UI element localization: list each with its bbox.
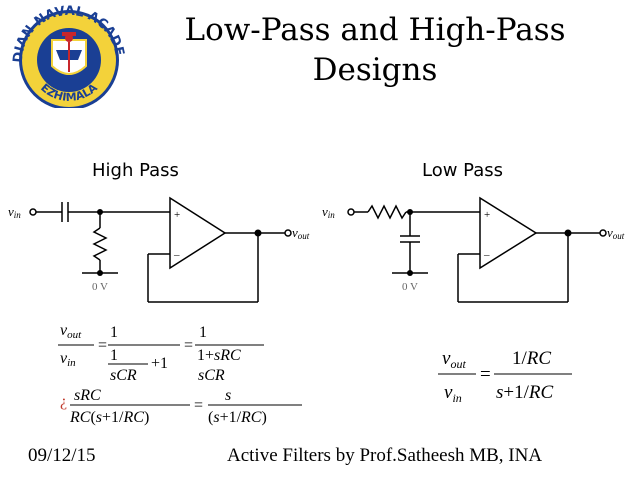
svg-text:1/RC: 1/RC <box>512 348 551 369</box>
svg-text:sRC: sRC <box>74 387 101 404</box>
svg-text:vin: vin <box>444 382 462 405</box>
hp-vout: vout <box>292 225 310 241</box>
hp-eq-q: ¿ <box>60 393 67 410</box>
svg-text:=: = <box>480 364 491 385</box>
hp-ground-label: 0 V <box>92 281 108 293</box>
svg-text:=: = <box>184 337 193 354</box>
low-pass-equation: vout vin = 1/RC s+1/RC <box>438 348 572 405</box>
svg-text:vin: vin <box>60 350 76 369</box>
title-line-2: Designs <box>312 52 438 88</box>
title-line-1: Low-Pass and High-Pass <box>184 12 566 48</box>
lp-ground-label: 0 V <box>402 281 418 293</box>
high-pass-equation: vout vin = 1 1 sCR +1 = 1 1+sRC sCR ¿ sR… <box>58 322 302 426</box>
svg-text:1: 1 <box>110 347 118 364</box>
footer-date: 09/12/15 <box>28 445 96 466</box>
slide-title: Low-Pass and High-Pass Designs <box>150 10 600 90</box>
svg-text:(s+1/RC): (s+1/RC) <box>208 409 267 426</box>
lp-plus: + <box>484 209 490 221</box>
lp-vout: vout <box>607 225 625 241</box>
svg-text:RC(s+1/RC): RC(s+1/RC) <box>69 409 149 426</box>
svg-text:=: = <box>194 397 203 414</box>
svg-text:s: s <box>225 387 231 404</box>
logo-text-bottom: EZHIMALA <box>38 81 100 104</box>
lp-minus: – <box>483 249 490 261</box>
lp-vin: vin <box>322 204 335 220</box>
svg-text:1: 1 <box>110 324 118 341</box>
high-pass-label: High Pass <box>92 160 179 181</box>
svg-text:1+sRC: 1+sRC <box>197 347 241 364</box>
svg-text:=: = <box>98 337 107 354</box>
svg-text:vout: vout <box>442 348 466 371</box>
hp-minus: – <box>173 249 180 261</box>
svg-text:+1: +1 <box>151 355 168 372</box>
svg-text:sCR: sCR <box>198 367 225 384</box>
hp-vin: vin <box>8 204 21 220</box>
svg-text:1: 1 <box>199 324 207 341</box>
hp-plus: + <box>174 209 180 221</box>
low-pass-circuit: vin vout 0 V + – <box>322 196 625 303</box>
svg-text:s+1/RC: s+1/RC <box>496 382 554 403</box>
low-pass-label: Low Pass <box>422 160 503 181</box>
academy-logo: INDIAN NAVAL ACADEMY EZHIMALA <box>4 2 127 108</box>
svg-text:EZHIMALA: EZHIMALA <box>38 81 100 104</box>
svg-text:sCR: sCR <box>110 367 137 384</box>
svg-text:vout: vout <box>60 322 82 341</box>
footer-credit: Active Filters by Prof.Satheesh MB, INA <box>227 445 543 466</box>
high-pass-circuit: vin vout 0 V + – <box>8 196 310 303</box>
